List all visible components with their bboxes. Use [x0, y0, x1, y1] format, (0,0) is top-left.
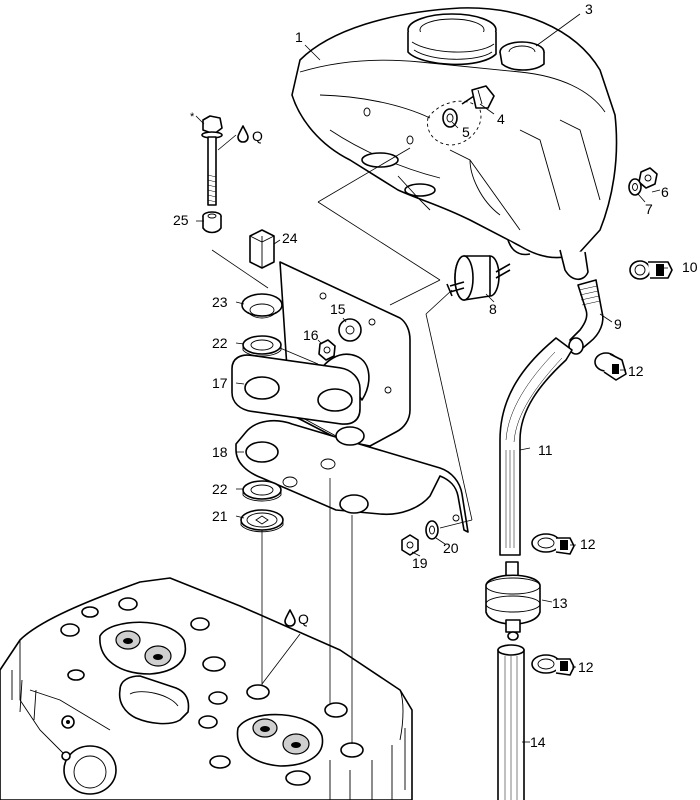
callout-24: 24 — [282, 230, 298, 246]
cup-seal-23 — [241, 293, 283, 319]
hose-clamp-12-top — [594, 352, 627, 381]
callout-11: 11 — [538, 442, 553, 458]
rubber-mount-8 — [446, 255, 511, 301]
fuel-hose-11 — [499, 337, 573, 556]
washer-7 — [628, 178, 642, 196]
nut-6 — [638, 167, 658, 189]
callout-9: 9 — [614, 316, 622, 332]
callout-12-low: 12 — [578, 659, 594, 675]
star-mark: * — [190, 111, 195, 123]
seal-ring-22-top — [242, 335, 282, 357]
nut-19 — [401, 534, 419, 556]
callout-17: 17 — [212, 375, 228, 391]
nut-16 — [318, 339, 336, 361]
callout-4: 4 — [497, 111, 505, 127]
cylinder-head — [0, 577, 413, 800]
callout-1: 1 — [295, 29, 303, 45]
q-mark-top: Q — [252, 128, 263, 144]
fuel-hose-14 — [497, 644, 525, 800]
callout-6: 6 — [661, 184, 669, 200]
callout-labels: 1 2 3 4 5 6 7 8 9 10 11 12 13 14 15 16 1… — [173, 1, 698, 750]
hose-clamp-12-mid — [531, 533, 575, 555]
seal-ring-22-bottom — [242, 480, 282, 502]
callout-10: 10 — [682, 259, 698, 275]
callout-13: 13 — [552, 595, 568, 611]
callout-18: 18 — [212, 444, 228, 460]
hose-clamp-10 — [629, 260, 673, 280]
callout-12-top: 12 — [628, 363, 644, 379]
fuel-filter-13 — [485, 561, 541, 641]
callout-8: 8 — [489, 301, 497, 317]
spacer-25 — [202, 211, 222, 234]
callout-22-top: 22 — [212, 335, 228, 351]
callout-22-bottom: 22 — [212, 481, 228, 497]
leader-lines — [195, 13, 668, 744]
callout-23: 23 — [212, 294, 228, 310]
callout-20: 20 — [443, 540, 459, 556]
callout-25: 25 — [173, 212, 189, 228]
gasket-17 — [231, 354, 361, 425]
callout-12-mid: 12 — [580, 536, 596, 552]
callout-15: 15 — [330, 301, 346, 317]
q-mark-lower: Q — [298, 611, 309, 627]
base-plate-18 — [235, 419, 469, 533]
hose-clamp-12-low — [531, 654, 575, 676]
seal-21 — [240, 509, 284, 533]
callout-21: 21 — [212, 508, 228, 524]
oil-drop-icon-lower — [284, 609, 296, 627]
callout-16: 16 — [303, 327, 319, 343]
oil-drop-icon — [237, 125, 249, 143]
callout-3: 3 — [585, 1, 593, 17]
washer-20 — [425, 520, 439, 540]
callout-19: 19 — [412, 555, 428, 571]
cap-nut-24 — [249, 229, 275, 269]
callout-5: 5 — [462, 124, 470, 140]
elbow-fitting-9 — [568, 279, 604, 355]
callout-7: 7 — [645, 201, 653, 217]
fuel-tank — [291, 7, 618, 281]
bolt — [201, 115, 223, 206]
callout-14: 14 — [530, 734, 546, 750]
